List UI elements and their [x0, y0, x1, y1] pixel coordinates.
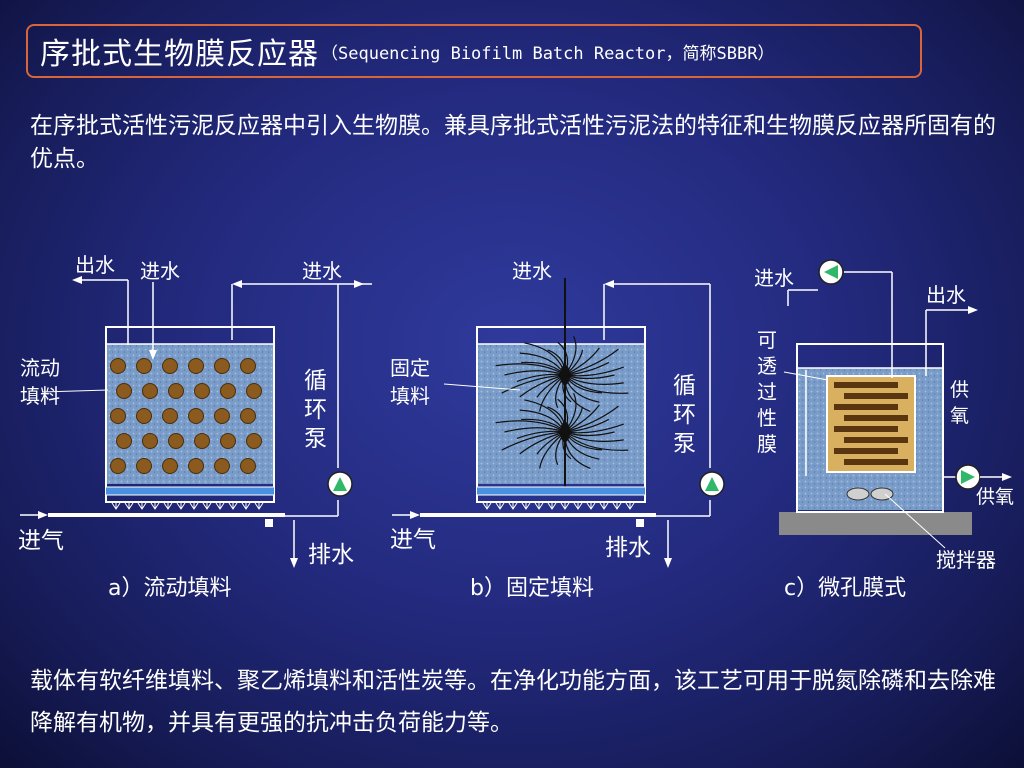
- media-particle: [246, 383, 262, 399]
- media-particle: [220, 433, 236, 449]
- media-particle: [214, 358, 230, 374]
- media-particle: [110, 358, 126, 374]
- label-pump-b-2: 环: [673, 402, 696, 428]
- page-subtitle: （Sequencing Biofilm Batch Reactor，简称SBBR…: [321, 43, 775, 64]
- label-pump-a-2: 环: [304, 397, 327, 423]
- caption-a: a）流动填料: [108, 576, 231, 601]
- label-pump-b-1: 循: [673, 373, 696, 399]
- label-inlet-c: 进水: [754, 266, 794, 290]
- label-drain-b: 排水: [605, 535, 651, 561]
- inlet-arrow-icon: [149, 350, 157, 360]
- media-particle: [110, 408, 126, 424]
- label-membrane-c-3: 过: [757, 380, 777, 404]
- label-inlet-pump-a: 进水: [302, 259, 342, 283]
- media-particle: [136, 358, 152, 374]
- label-membrane-c-4: 性: [757, 406, 777, 430]
- label-oxygen-pump: 供氧: [976, 486, 1014, 508]
- label-outlet-c: 出水: [926, 283, 966, 307]
- media-particle: [162, 408, 178, 424]
- title-box: 序批式生物膜反应器 （Sequencing Biofilm Batch Reac…: [26, 24, 922, 78]
- diagram-a: 出水 进水 进水 流动 填料 循 环 泵 进气 排水 a）流动填料: [18, 253, 372, 601]
- mixer-blade-left: [846, 487, 870, 501]
- label-pump-a-3: 泵: [304, 426, 327, 452]
- label-media-b-1: 固定: [390, 356, 430, 380]
- mixer-blade-right: [870, 487, 894, 501]
- media-particle: [168, 433, 184, 449]
- tank-b-outline: [476, 326, 646, 503]
- label-outlet-a: 出水: [75, 253, 115, 277]
- label-mixer: 搅拌器: [936, 548, 996, 572]
- base-plate-c: [779, 512, 972, 535]
- media-particle: [142, 383, 158, 399]
- tank-b-water: [477, 344, 645, 484]
- membrane-module: [826, 375, 916, 473]
- label-inlet-a: 进水: [140, 259, 180, 283]
- tank-a-outline: [105, 326, 275, 503]
- label-air-a: 进气: [18, 528, 64, 554]
- intro-text: 在序批式活性污泥反应器中引入生物膜。兼具序批式活性污泥法的特征和生物膜反应器所固…: [30, 113, 996, 172]
- media-particle: [136, 408, 152, 424]
- label-drain-a: 排水: [308, 542, 354, 568]
- caption-b: b）固定填料: [470, 576, 594, 601]
- label-oxygen-side-1: 供: [950, 379, 969, 401]
- media-particle: [188, 458, 204, 474]
- media-particle: [188, 358, 204, 374]
- label-media-a-2: 填料: [20, 384, 60, 408]
- media-particle: [188, 408, 204, 424]
- page-title: 序批式生物膜反应器: [40, 37, 319, 72]
- diffuser-plate-b: [477, 487, 645, 495]
- media-particle: [162, 358, 178, 374]
- media-particle: [194, 383, 210, 399]
- label-oxygen-side-2: 氧: [950, 405, 969, 427]
- label-membrane-c-2: 透: [757, 354, 777, 378]
- label-media-b-2: 填料: [390, 384, 430, 408]
- outlet-arrow-icon: [72, 276, 82, 284]
- media-particle: [162, 458, 178, 474]
- media-particle: [116, 383, 132, 399]
- diffuser-plate-a: [106, 487, 274, 495]
- media-particle: [142, 433, 158, 449]
- caption-c: c）微孔膜式: [784, 576, 906, 601]
- diffusers-a: [111, 502, 264, 510]
- media-particle: [246, 433, 262, 449]
- media-particle: [116, 433, 132, 449]
- label-inlet-b: 进水: [512, 259, 552, 283]
- media-particle: [214, 408, 230, 424]
- media-particle: [220, 383, 236, 399]
- diffusers-b: [482, 502, 635, 510]
- diagram-c: 进水 出水 可 透 过 性 膜 供 氧 供氧 搅拌器 c）微孔膜式: [754, 259, 1014, 601]
- floating-media: [110, 358, 262, 474]
- label-pump-a-1: 循: [304, 368, 327, 394]
- label-membrane-c-5: 膜: [757, 432, 777, 456]
- tank-c-outline: [796, 343, 944, 513]
- label-pump-b-3: 泵: [673, 431, 696, 457]
- label-membrane-c-1: 可: [757, 328, 777, 352]
- label-air-b: 进气: [390, 527, 436, 553]
- media-particle: [240, 358, 256, 374]
- media-particle: [214, 458, 230, 474]
- sbbr-diagrams: 出水 进水 进水 流动 填料 循 环 泵 进气 排水 a）流动填料: [18, 253, 1014, 601]
- fixed-fiber-media: [495, 336, 629, 470]
- diagram-b: 进水 固定 填料 循 环 泵 进气 排水 b）固定填料: [390, 259, 725, 601]
- media-particle: [168, 383, 184, 399]
- media-particle: [240, 458, 256, 474]
- media-particle: [136, 458, 152, 474]
- media-particle: [240, 408, 256, 424]
- footer-text: 载体有软纤维填料、聚乙烯填料和活性炭等。在净化功能方面，该工艺可用于脱氮除磷和去…: [30, 668, 996, 736]
- label-media-a-1: 流动: [20, 356, 60, 380]
- media-particle: [194, 433, 210, 449]
- media-particle: [110, 458, 126, 474]
